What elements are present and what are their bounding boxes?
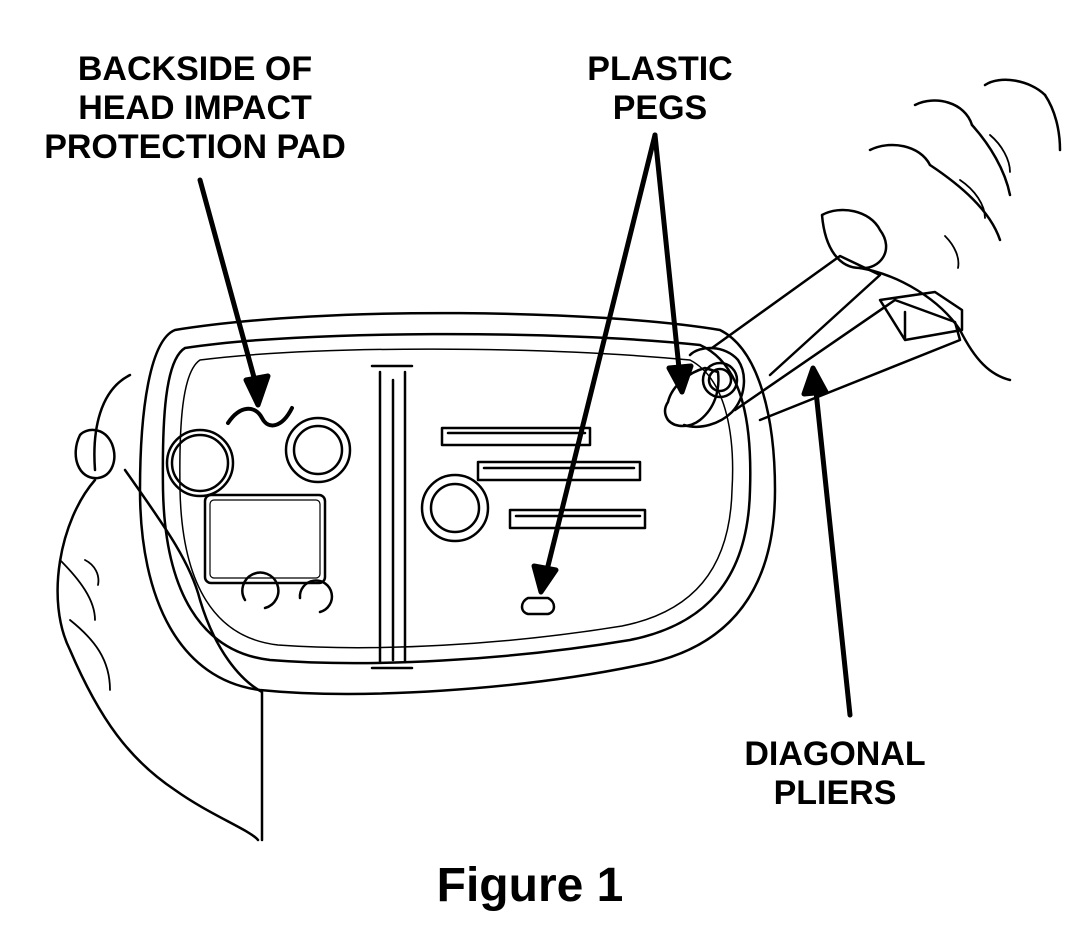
pad-rect-panel (203, 493, 327, 585)
arrow-pegs-to-small (531, 132, 658, 595)
hole-left (165, 428, 235, 498)
pad-rect-panel-inner (209, 499, 321, 579)
pad-outer-rim (138, 311, 777, 696)
left-hand-palm (56, 468, 264, 842)
label-pliers-line-1: DIAGONAL (744, 735, 926, 773)
hole-center (420, 473, 490, 543)
pliers-pivot-inner (707, 367, 733, 393)
plastic-peg-small (520, 596, 556, 616)
label-pliers-line-2: PLIERS (773, 774, 897, 813)
figure-caption: Figure 1 (436, 859, 624, 912)
hole-small-a (241, 571, 280, 610)
label-plastic-pegs: PLASTIC PEGS (560, 50, 760, 128)
hole-middle-inner (292, 424, 344, 476)
pliers-pivot (701, 361, 739, 399)
label-pegs-line-1: PLASTIC (587, 50, 733, 88)
hole-small-b (298, 579, 334, 614)
peg-curve (226, 406, 294, 428)
label-diagonal-pliers: DIAGONAL PLIERS (720, 735, 950, 813)
label-backside-line-3: PROTECTION PAD (44, 128, 346, 167)
pad-inner-edge (161, 332, 752, 665)
left-hand-thumb (74, 373, 132, 480)
pliers-head (682, 346, 746, 429)
hole-left-inner (170, 433, 230, 493)
label-pegs-line-2: PEGS (612, 89, 708, 128)
right-hand-knuckles (944, 134, 1011, 269)
pliers-handle-lower (733, 298, 962, 422)
arrow-pliers (801, 365, 853, 718)
pliers-grip (878, 290, 964, 342)
pad-slot-3 (508, 508, 647, 530)
hole-center-inner (429, 482, 481, 534)
label-backside-of-pad: BACKSIDE OF HEAD IMPACT PROTECTION PAD (10, 50, 380, 167)
right-hand-fingers (820, 78, 1047, 270)
hole-middle (284, 416, 352, 484)
pad-center-rib (370, 364, 414, 670)
pliers-handle-upper (710, 254, 882, 377)
label-backside-line-2: HEAD IMPACT (78, 89, 312, 128)
arrow-pegs-to-jaw (652, 132, 694, 395)
arrow-backside (197, 177, 271, 408)
pliers-jaw (663, 366, 720, 428)
label-backside-line-1: BACKSIDE OF (77, 50, 313, 88)
pad-slot-2 (476, 460, 642, 482)
left-hand-fingers (59, 559, 111, 691)
pad-slot-1 (440, 426, 592, 447)
pad-inner-wrinkle (179, 348, 734, 649)
